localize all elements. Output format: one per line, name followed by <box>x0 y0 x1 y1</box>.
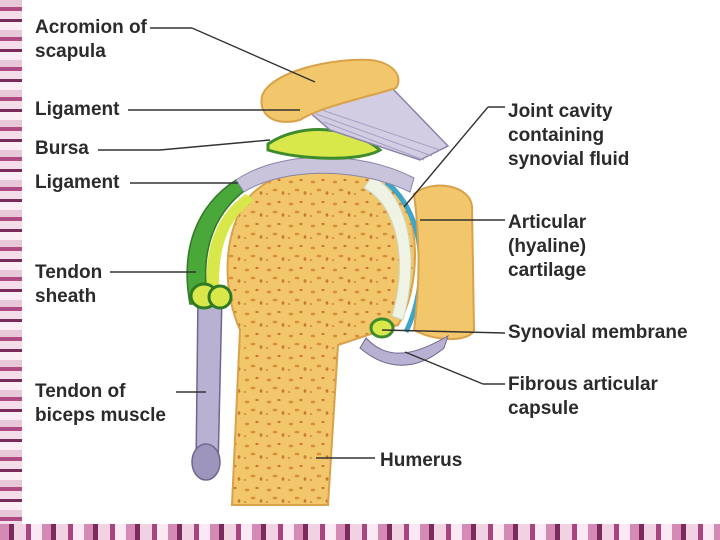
ligament-middle <box>235 156 415 193</box>
label-joint-cavity: Joint cavity containing synovial fluid <box>508 101 630 170</box>
label-articular-cartilage: Articular (hyaline) cartilage <box>508 212 587 281</box>
decorative-bottom-border <box>0 524 720 540</box>
fibrous-capsule <box>359 334 449 366</box>
articular-cartilage <box>363 175 412 321</box>
label-ligament-top: Ligament <box>35 99 120 120</box>
synovial-fold <box>369 317 395 339</box>
label-bursa: Bursa <box>35 138 89 159</box>
leader-lines <box>98 27 506 459</box>
label-ligament-middle: Ligament <box>35 172 120 193</box>
decorative-left-border <box>0 0 22 540</box>
label-humerus: Humerus <box>380 450 463 471</box>
label-tendon-of-biceps: Tendon of biceps muscle <box>35 381 166 426</box>
biceps-tendon-end <box>191 443 221 481</box>
label-acromion-of-scapula: Acromion of scapula <box>35 17 147 62</box>
label-synovial-membrane: Synovial membrane <box>508 322 688 343</box>
acromion <box>260 58 400 123</box>
glenoid-scapula <box>412 184 476 341</box>
label-fibrous-articular-capsule: Fibrous articular capsule <box>508 374 658 419</box>
label-tendon-sheath: Tendon sheath <box>35 262 103 307</box>
biceps-tendon <box>195 295 223 469</box>
